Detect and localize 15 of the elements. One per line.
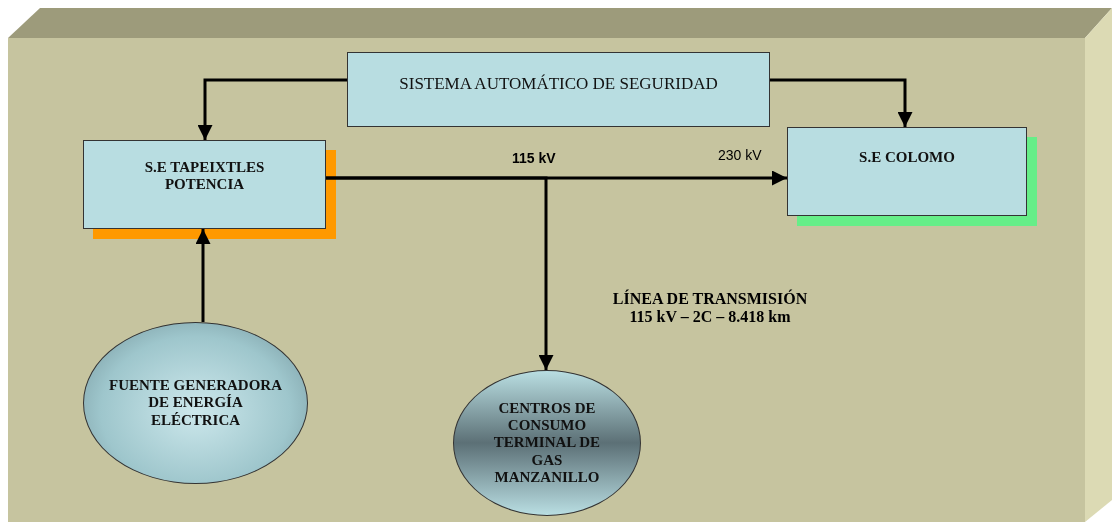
arrow [195,229,211,322]
node-label: S.E TAPEIXTLES POTENCIA [143,158,266,193]
edge-label: 115 kV [512,150,556,166]
process-box [787,127,1027,216]
arrow [326,176,554,370]
node-label: CENTROS DE CONSUMO TERMINAL DE GAS MANZANILLO [492,399,602,487]
node-label: FUENTE GENERADORA DE ENERGÍA ELÉCTRICA [108,377,283,429]
arrow [197,78,347,140]
line-spec-note: LÍNEA DE TRANSMISIÓN 115 kV – 2C – 8.418 km [611,290,809,326]
process-box [83,140,326,229]
process-box [347,52,770,127]
node-label: SISTEMA AUTOMÁTICO DE SEGURIDAD [399,73,718,94]
node-label: S.E COLOMO [859,149,955,166]
arrow [770,78,913,127]
voltage-label: 230 kV [718,147,762,163]
